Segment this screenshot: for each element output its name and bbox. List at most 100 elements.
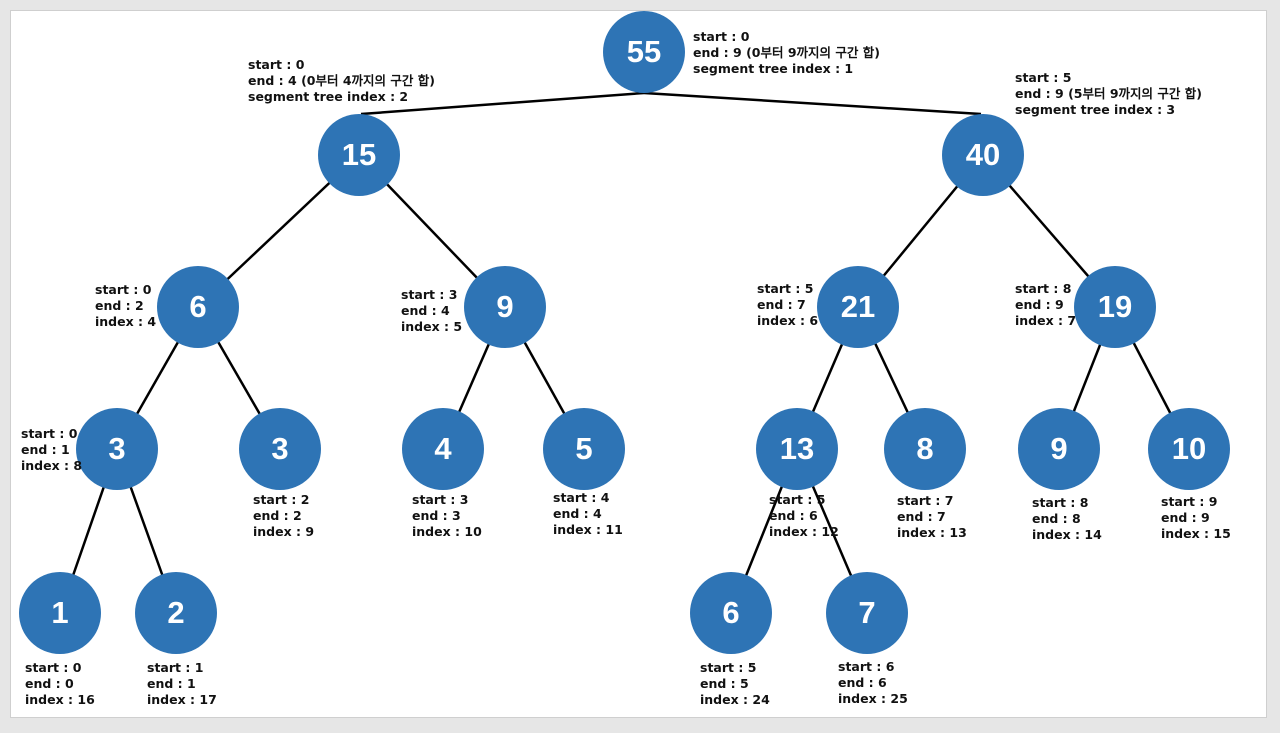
node-index-label: index : 5 (401, 319, 463, 334)
tree-node-n1[interactable]: 55 (603, 11, 685, 93)
node-end-label: end : 0 (25, 676, 74, 691)
node-index-label: segment tree index : 3 (1015, 102, 1176, 117)
tree-node-n12[interactable]: 13 (756, 408, 838, 490)
node-end-label: end : 2 (95, 298, 144, 313)
node-start-label: start : 1 (147, 660, 204, 675)
tree-node-n9[interactable]: 3 (239, 408, 321, 490)
tree-node-n8[interactable]: 3 (76, 408, 158, 490)
node-value: 1 (51, 595, 69, 630)
node-value: 5 (575, 431, 593, 466)
node-end-label: end : 5 (700, 676, 749, 691)
node-value: 15 (341, 137, 377, 172)
node-value: 19 (1097, 289, 1133, 324)
node-index-label: index : 8 (21, 458, 83, 473)
node-index-label: index : 24 (700, 692, 770, 707)
node-end-label: end : 7 (757, 297, 806, 312)
node-value: 7 (858, 595, 876, 630)
node-start-label: start : 5 (757, 281, 814, 296)
tree-node-n16[interactable]: 1 (19, 572, 101, 654)
node-start-label: start : 8 (1032, 495, 1089, 510)
node-start-label: start : 0 (693, 29, 750, 44)
node-start-label: start : 5 (1015, 70, 1072, 85)
node-start-label: start : 0 (21, 426, 78, 441)
node-index-label: index : 9 (253, 524, 315, 539)
node-index-label: segment tree index : 1 (693, 61, 854, 76)
node-value: 3 (271, 431, 289, 466)
node-start-label: start : 3 (412, 492, 469, 507)
node-index-label: index : 11 (553, 522, 623, 537)
node-end-label: end : 1 (21, 442, 70, 457)
node-index-label: index : 25 (838, 691, 908, 706)
tree-node-n15[interactable]: 10 (1148, 408, 1230, 490)
node-start-label: start : 6 (838, 659, 895, 674)
node-end-label: end : 2 (253, 508, 302, 523)
node-start-label: start : 8 (1015, 281, 1072, 296)
node-start-label: start : 5 (700, 660, 757, 675)
node-start-label: start : 9 (1161, 494, 1218, 509)
node-value: 8 (916, 431, 934, 466)
node-end-label: end : 1 (147, 676, 196, 691)
node-value: 2 (167, 595, 185, 630)
node-value: 40 (965, 137, 1001, 172)
node-end-label: end : 4 (401, 303, 450, 318)
node-start-label: start : 0 (95, 282, 152, 297)
tree-node-n25[interactable]: 7 (826, 572, 908, 654)
node-start-label: start : 2 (253, 492, 310, 507)
node-end-label: end : 6 (838, 675, 887, 690)
node-end-label: end : 9 (1015, 297, 1064, 312)
tree-node-n5[interactable]: 9 (464, 266, 546, 348)
node-value: 6 (189, 289, 207, 324)
node-index-label: index : 14 (1032, 527, 1102, 542)
tree-node-n4[interactable]: 6 (157, 266, 239, 348)
tree-node-n3[interactable]: 40 (942, 114, 1024, 196)
tree-node-n17[interactable]: 2 (135, 572, 217, 654)
node-value: 21 (840, 289, 876, 324)
node-value: 55 (626, 34, 662, 69)
node-value: 10 (1171, 431, 1207, 466)
node-end-label: end : 6 (769, 508, 818, 523)
node-value: 6 (722, 595, 740, 630)
node-end-label: end : 8 (1032, 511, 1081, 526)
tree-node-n7[interactable]: 19 (1074, 266, 1156, 348)
tree-node-n6[interactable]: 21 (817, 266, 899, 348)
tree-node-n11[interactable]: 5 (543, 408, 625, 490)
node-index-label: index : 15 (1161, 526, 1231, 541)
node-end-label: end : 9 (5부터 9까지의 구간 합) (1015, 86, 1202, 101)
node-start-label: start : 0 (248, 57, 305, 72)
node-start-label: start : 4 (553, 490, 610, 505)
tree-node-n24[interactable]: 6 (690, 572, 772, 654)
tree-node-n13[interactable]: 8 (884, 408, 966, 490)
node-index-label: index : 10 (412, 524, 482, 539)
node-index-label: index : 7 (1015, 313, 1077, 328)
edge-n1-n2 (360, 91, 645, 116)
tree-node-n14[interactable]: 9 (1018, 408, 1100, 490)
node-start-label: start : 0 (25, 660, 82, 675)
node-end-label: end : 9 (1161, 510, 1210, 525)
node-index-label: index : 17 (147, 692, 217, 707)
node-start-label: start : 3 (401, 287, 458, 302)
node-value: 9 (1050, 431, 1068, 466)
node-end-label: end : 4 (553, 506, 602, 521)
tree-node-n2[interactable]: 15 (318, 114, 400, 196)
node-value: 4 (434, 431, 452, 466)
tree-node-n10[interactable]: 4 (402, 408, 484, 490)
